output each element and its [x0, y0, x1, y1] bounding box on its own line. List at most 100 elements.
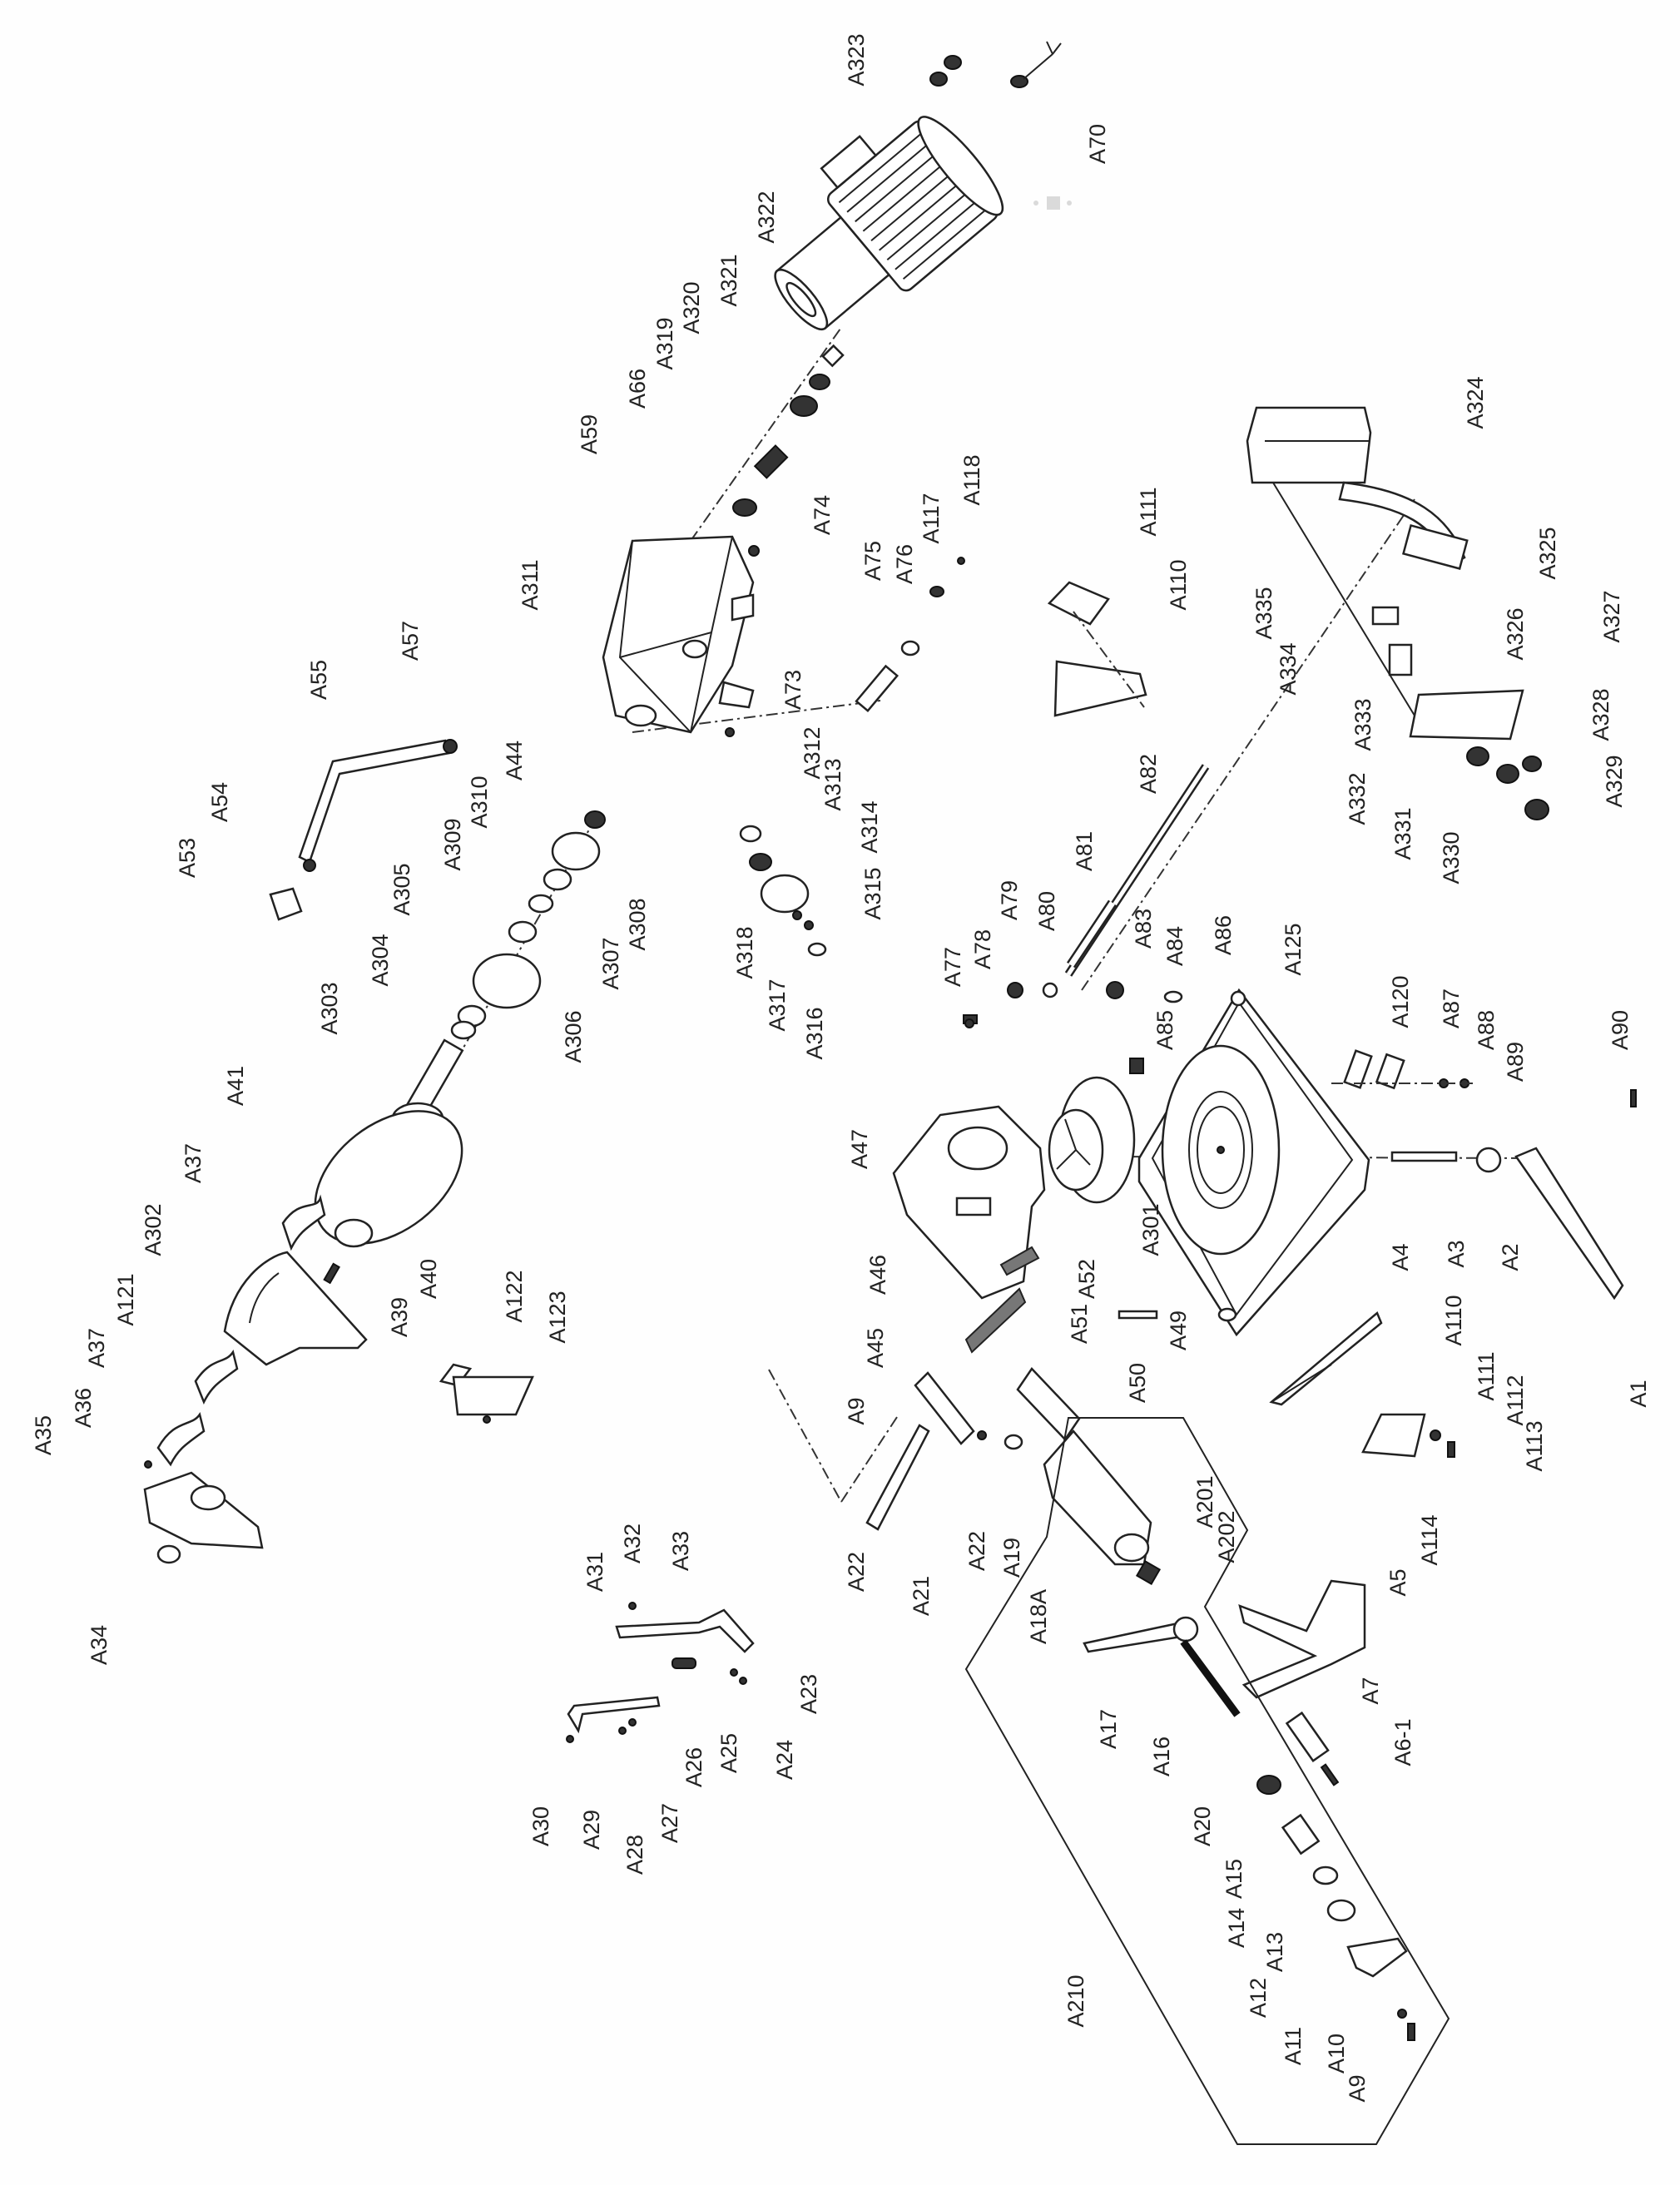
part-label-a21: A21 [909, 1576, 934, 1616]
arm-a46 [892, 1105, 1046, 1300]
part-label-a89: A89 [1503, 1042, 1528, 1082]
part-label-a53: A53 [175, 838, 200, 878]
part-label-a17: A17 [1096, 1709, 1121, 1749]
motor-a322 [774, 116, 1004, 331]
plate-a122-a123 [439, 1363, 534, 1424]
part-label-a39: A39 [387, 1297, 412, 1337]
shaft-parts-a59-a321 [732, 344, 845, 517]
part-label-a28: A28 [622, 1835, 647, 1875]
part-label-a50: A50 [1125, 1363, 1150, 1403]
part-label-a46: A46 [865, 1255, 890, 1295]
part-label-a317: A317 [765, 979, 790, 1031]
part-label-a34: A34 [87, 1625, 112, 1665]
part-label-a4: A4 [1388, 1243, 1413, 1271]
assembly-line [632, 700, 881, 733]
parts-a312-a318 [739, 825, 827, 957]
part-label-a77: A77 [940, 947, 965, 987]
part-label-a19: A19 [999, 1538, 1024, 1578]
part-label-a125: A125 [1281, 923, 1306, 975]
part-label-a323: A323 [844, 33, 869, 86]
parts-a73-a74 [725, 545, 760, 737]
part-label-a78: A78 [970, 929, 995, 969]
part-label-a122: A122 [502, 1270, 527, 1322]
part-label-a75: A75 [860, 541, 885, 581]
assembly-line [840, 1414, 899, 1503]
part-label-a31: A31 [582, 1552, 607, 1592]
part-label-a113: A113 [1522, 1420, 1547, 1471]
assembly-line [768, 1369, 842, 1503]
part-label-a30: A30 [528, 1806, 553, 1846]
part-label-a51: A51 [1067, 1304, 1092, 1344]
part-label-a36: A36 [71, 1388, 96, 1428]
part-label-a326: A326 [1503, 607, 1528, 660]
jaw-plates-a51-a52 [964, 1246, 1040, 1354]
part-label-a333: A333 [1350, 698, 1375, 751]
part-label-a305: A305 [389, 863, 414, 915]
part-label-a80: A80 [1034, 891, 1059, 931]
pin-parts-a75-a118 [855, 557, 965, 712]
lock-parts-a87-a120 [1331, 1049, 1473, 1090]
part-label-a7: A7 [1358, 1677, 1383, 1704]
part-label-a303: A303 [317, 982, 342, 1034]
gearbox-a311 [602, 535, 755, 734]
part-label-a49: A49 [1166, 1311, 1191, 1350]
part-label-a301: A301 [1138, 1203, 1163, 1256]
part-label-a311: A311 [518, 559, 543, 610]
part-label-a23: A23 [796, 1674, 821, 1714]
part-label-a12: A12 [1246, 1978, 1271, 2018]
part-label-a121: A121 [113, 1273, 138, 1325]
part-label-a1: A1 [1626, 1380, 1651, 1407]
switch-box-a324 [1246, 406, 1469, 716]
handle-a55 [269, 739, 458, 921]
blade-guard-parts [143, 1194, 374, 1564]
part-label-a202: A202 [1214, 1510, 1239, 1563]
part-label-a314: A314 [857, 800, 882, 853]
switch-plate-a327 [1371, 606, 1549, 820]
part-label-a88: A88 [1474, 1010, 1499, 1050]
part-label-a330: A330 [1439, 831, 1464, 884]
part-label-a44: A44 [502, 741, 527, 780]
part-label-a6-1: A6-1 [1390, 1718, 1415, 1766]
part-label-a52: A52 [1074, 1259, 1099, 1299]
part-label-a322: A322 [754, 191, 779, 243]
part-label-a123: A123 [545, 1291, 570, 1343]
part-label-a16: A16 [1149, 1737, 1174, 1776]
spindle-parts-a303-a310 [391, 810, 606, 1135]
part-label-a57: A57 [398, 621, 423, 661]
rod-a82 [963, 764, 1210, 1074]
part-label-a304: A304 [368, 934, 393, 986]
part-label-a25: A25 [716, 1733, 741, 1773]
part-label-a59: A59 [577, 414, 602, 454]
axis-line-motor [690, 328, 841, 542]
part-label-a11: A11 [1281, 2027, 1306, 2065]
bolts-a323 [929, 55, 962, 87]
part-label-a201: A201 [1192, 1475, 1217, 1528]
plate-a110-a111-lower [1269, 1311, 1455, 1458]
vise-parts [865, 1367, 1162, 1586]
part-label-a210: A210 [1063, 1974, 1088, 2027]
part-label-a15: A15 [1222, 1859, 1246, 1899]
part-label-a55: A55 [306, 660, 331, 700]
part-label-a20: A20 [1190, 1806, 1215, 1846]
part-label-a81: A81 [1072, 831, 1097, 871]
part-label-a110: A110 [1166, 559, 1191, 610]
clamp-screw-a1-a3 [1390, 1089, 1637, 1301]
base-a4 [1137, 988, 1370, 1337]
part-label-a76: A76 [892, 544, 917, 584]
part-label-a308: A308 [625, 898, 650, 950]
part-label-a87: A87 [1439, 988, 1464, 1028]
part-label-a10: A10 [1324, 2034, 1349, 2074]
part-label-a315: A315 [860, 867, 885, 919]
part-label-a327: A327 [1599, 590, 1624, 642]
part-label-a111: A111 [1474, 1351, 1499, 1400]
part-label-a118: A118 [959, 454, 984, 505]
vise-screw-a16 [1083, 1616, 1415, 2041]
jaw-a5 [1238, 1579, 1366, 1786]
part-label-a319: A319 [652, 317, 677, 369]
part-label-a328: A328 [1588, 688, 1613, 741]
part-label-a2: A2 [1498, 1243, 1523, 1271]
part-label-a22: A22 [844, 1552, 869, 1592]
part-label-a83: A83 [1131, 909, 1156, 949]
part-label-a26: A26 [681, 1747, 706, 1787]
